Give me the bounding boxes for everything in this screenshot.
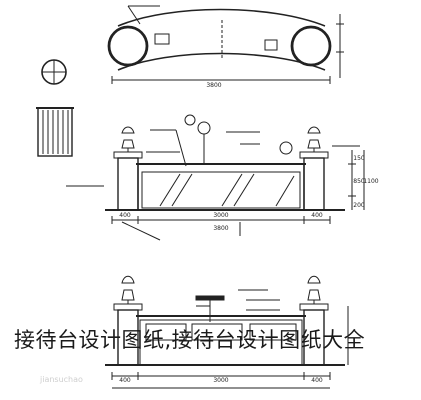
dim-rear-segment-2: 3000	[213, 377, 228, 384]
front-elevation	[66, 114, 365, 241]
dim-rear-segment-3: 400	[311, 377, 323, 384]
watermark: jiansuchao	[39, 375, 83, 384]
detail-marker-a-icon	[184, 114, 196, 126]
dim-front-segment-2: 3000	[213, 212, 228, 219]
column-elevation	[36, 107, 74, 157]
dim-front-segment-3: 400	[311, 212, 323, 219]
dim-plan-overall: 3800	[206, 82, 221, 89]
plan-column-right-icon	[290, 25, 332, 67]
detail-marker-b-icon	[197, 121, 211, 135]
dim-rear-segment-1: 400	[119, 377, 131, 384]
dim-front-segment-1: 400	[119, 212, 131, 219]
plan-column-left-icon	[107, 25, 149, 67]
dim-height-part-2: 850	[353, 178, 365, 185]
rear-elevation	[105, 275, 349, 389]
column-section-symbol	[41, 59, 67, 85]
plan-view	[107, 5, 344, 84]
detail-marker-c-icon	[279, 141, 293, 155]
dim-height-part-1: 200	[353, 202, 365, 209]
page-title: 接待台设计图纸,接待台设计图纸大全	[14, 328, 366, 352]
dim-front-overall: 3800	[213, 225, 228, 232]
dim-height-total: 1100	[363, 178, 378, 185]
dim-height-part-3: 150	[353, 155, 365, 162]
